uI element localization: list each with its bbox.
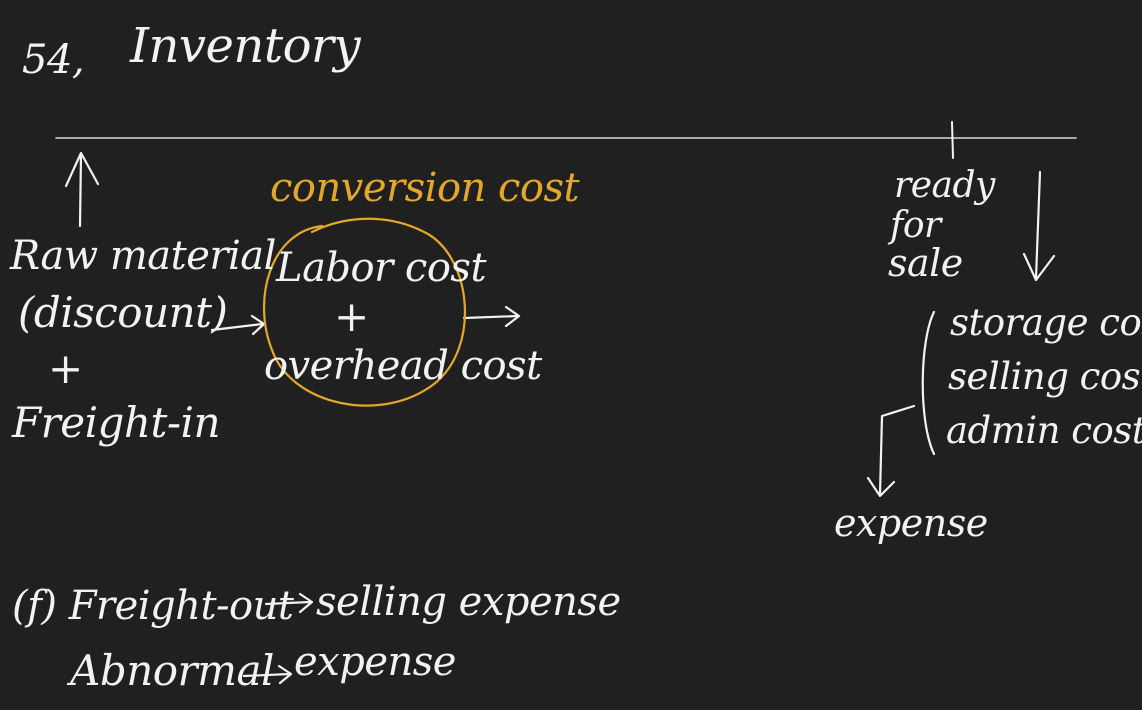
note-title: Inventory (130, 18, 361, 74)
sale-label: sale (888, 241, 963, 285)
raw-material-label: Raw material (10, 233, 276, 279)
cost-bracket (921, 310, 936, 456)
down-arrow-icon (1022, 170, 1056, 282)
conversion-circle (262, 217, 467, 407)
storage-cost-label: storage cost (950, 301, 1142, 344)
right-arrow-icon (242, 664, 293, 685)
right-arrow-icon (264, 592, 314, 614)
labor-cost-label: Labor cost (276, 245, 487, 291)
up-arrow-icon (64, 151, 100, 228)
overhead-cost-label: overhead cost (264, 343, 542, 389)
ready-label: ready (894, 165, 995, 206)
abnormal-label: Abnormal (70, 646, 274, 695)
discount-label: (discount) (18, 288, 228, 337)
for-label: for (890, 205, 941, 246)
ready-tick-mark (951, 121, 954, 159)
freight-out-label: (f) Freight-out (12, 583, 294, 629)
freight-in-label: Freight-in (12, 398, 221, 447)
expense-branch-arrow-icon (866, 404, 916, 498)
plus-sign: + (334, 292, 369, 341)
note-number: 54, (22, 37, 85, 83)
selling-expense-label: selling expense (316, 579, 621, 625)
expense-bottom-label: expense (294, 639, 456, 685)
right-arrow-icon (462, 305, 521, 328)
right-arrow-icon (210, 314, 266, 336)
selling-cost-label: selling cost (948, 355, 1142, 398)
expense-label: expense (834, 501, 988, 545)
conversion-cost-label: conversion cost (270, 165, 580, 211)
plus-sign: + (48, 344, 83, 393)
admin-cost-label: admin cost (946, 409, 1142, 452)
